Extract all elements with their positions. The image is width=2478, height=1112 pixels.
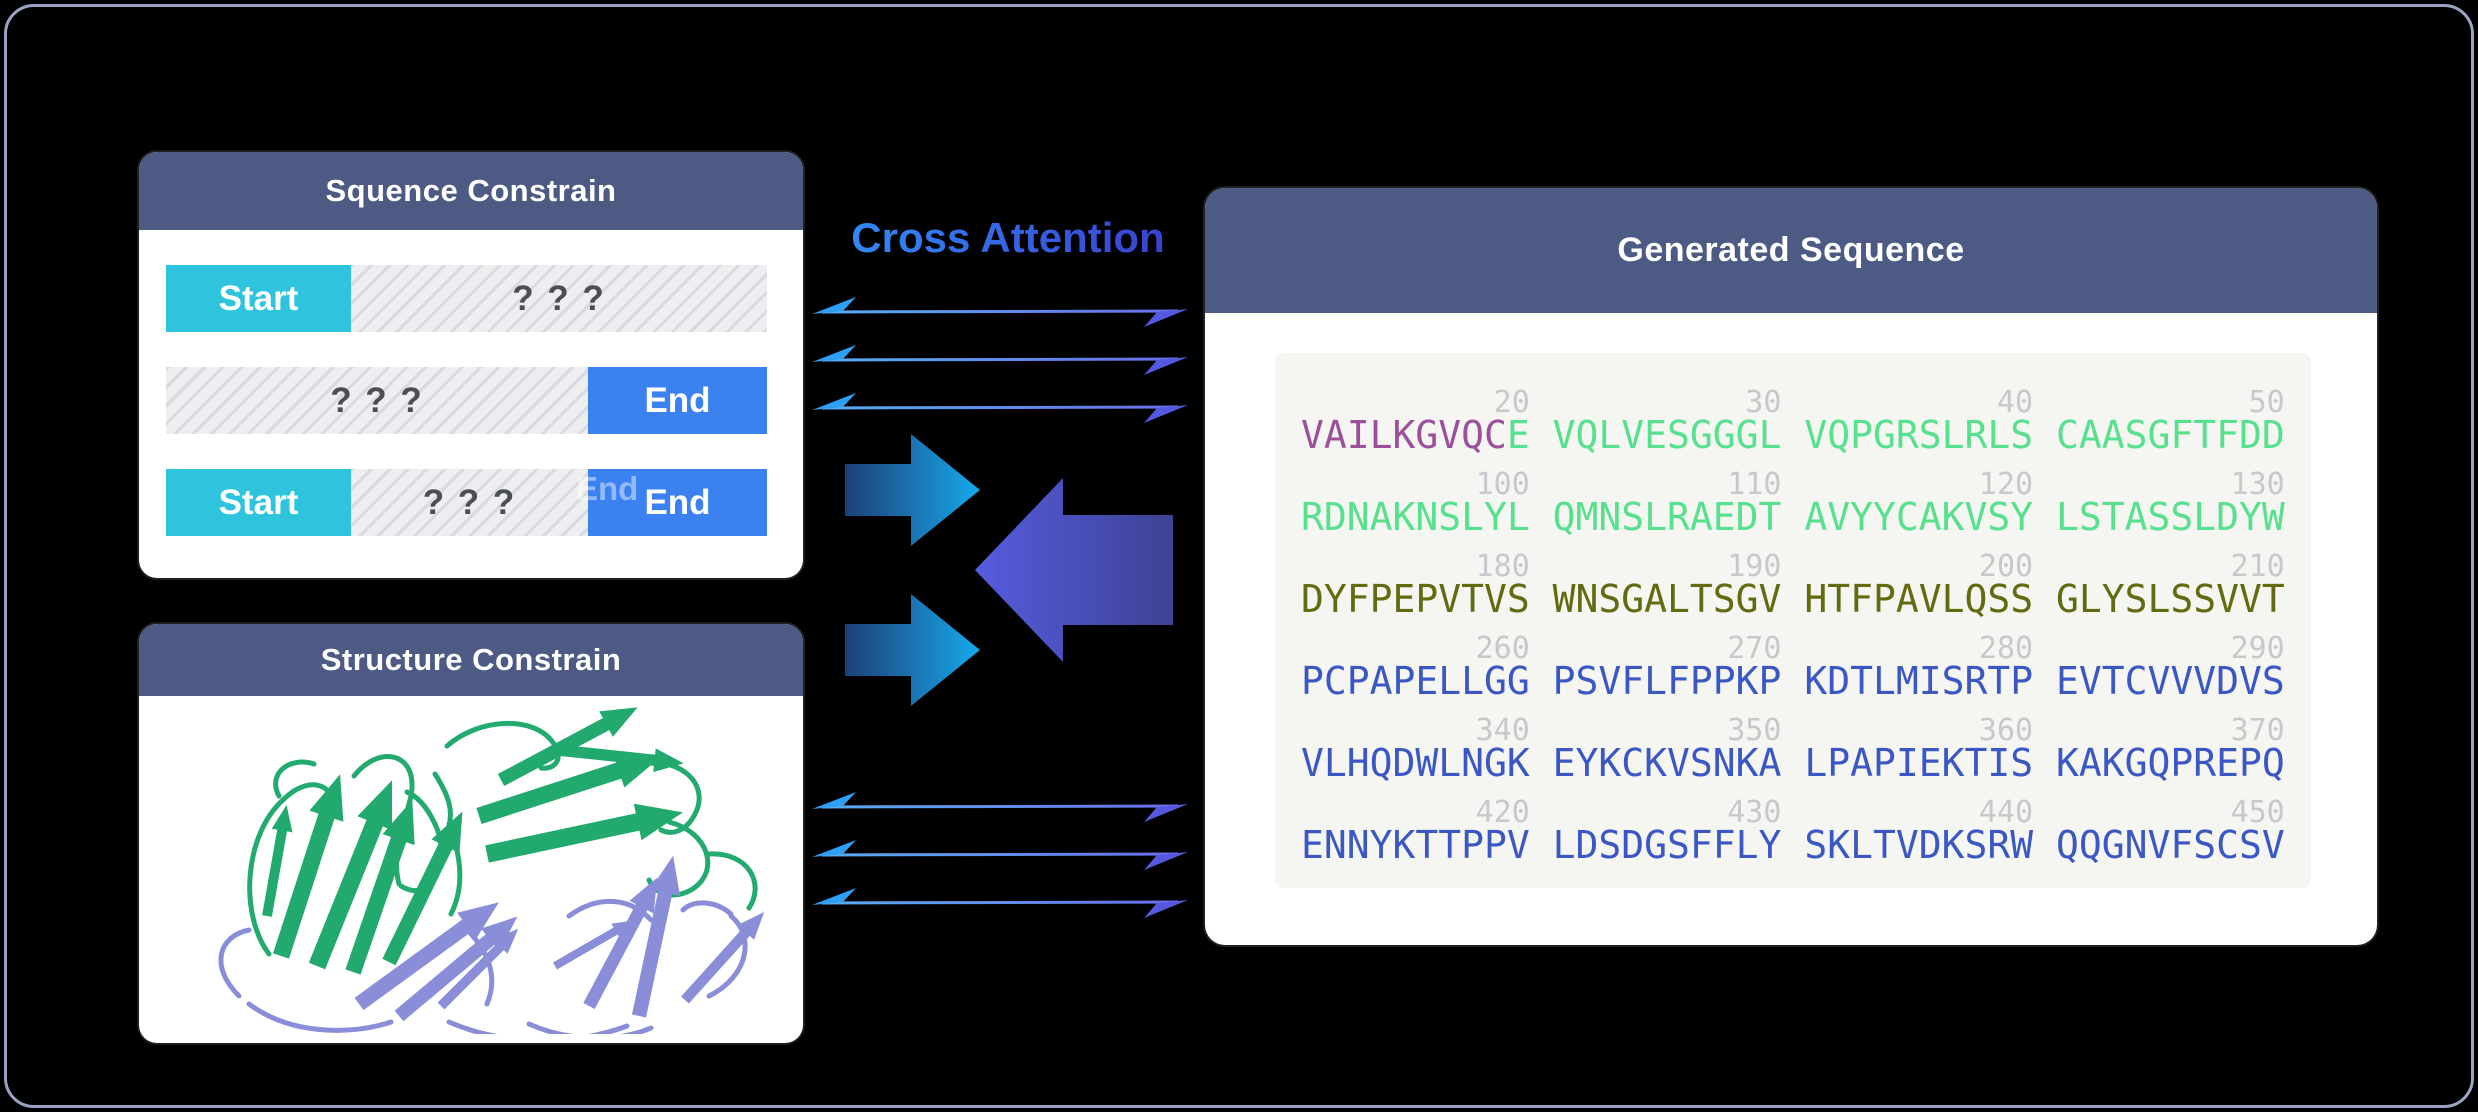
sequence-input-arrow [845,434,980,546]
attention-arrow [812,393,1188,423]
sequence-text: VLHQDWLNGK EYKCKVSNKA LPAPIEKTIS KAKGQPR… [1301,741,2311,785]
sequence-segment: ENNYKTTPPV LDSDGSFFLY SKLTVDKSRW QQGNVFS… [1301,823,2285,867]
structure-constrain-panel: Structure Constrain [139,624,803,1043]
sequence-segment: RDNAKNSLYL QMNSLRAEDT AVYYCAKVSY LSTASSL… [1301,495,2285,539]
sequence-segment: VLHQDWLNGK EYKCKVSNKA LPAPIEKTIS KAKGQPR… [1301,741,2285,785]
residue-number: 100 [1475,467,1530,502]
structure-constrain-header: Structure Constrain [139,624,803,696]
slide-frame [4,4,2474,1108]
sequence-constrain-panel: Squence Constrain Start ? ? ? ? ? ? End … [139,152,803,578]
residue-number: 190 [1727,549,1782,584]
residue-number: 280 [1978,631,2034,666]
residue-number: 430 [1727,795,1782,830]
constrain-row-3: Start ? ? ? End [139,469,803,536]
structure-constrain-title: Structure Constrain [320,642,622,677]
residue-number: 180 [1475,549,1530,584]
sequence-segment: DYFPEPVTVS WNSGALTSGV HTFPAVLQSS GLYSLSS… [1301,577,2285,621]
sequence-segment: VAILKGVQC [1301,413,1507,457]
residue-number: 110 [1727,467,1782,502]
residue-number: 450 [2230,795,2285,830]
start-token: Start [166,469,351,536]
residue-numbers: 100 110 120 130 [1301,459,2311,502]
residue-number: 420 [1475,795,1530,830]
residue-number: 260 [1475,631,1530,666]
sequence-text: VAILKGVQCE VQLVESGGGL VQPGRSLRLS CAASGFT… [1301,413,2311,457]
sequence-constrain-header: Squence Constrain [139,152,803,230]
end-token: End [588,469,767,536]
residue-numbers: 180 190 200 210 [1301,541,2311,584]
residue-number: 40 [1996,385,2034,420]
residue-number: 360 [1978,713,2034,748]
structure-input-arrow [845,594,980,706]
residue-numbers: 420 430 440 450 [1301,787,2311,830]
sequence-text: RDNAKNSLYL QMNSLRAEDT AVYYCAKVSY LSTASSL… [1301,495,2311,539]
residue-number: 440 [1978,795,2034,830]
protein-structure-image [218,704,773,1034]
residue-numbers: 340 350 360 370 [1301,705,2311,748]
generated-sequence-header: Generated Sequence [1205,188,2377,313]
generated-sequence-title: Generated Sequence [1617,231,1965,269]
generated-output-arrow [975,478,1173,662]
residue-number: 50 [2248,385,2285,420]
start-token: Start [166,265,351,332]
sequence-segment: E VQLVESGGGL VQPGRSLRLS CAASGFTFDD [1506,413,2285,457]
residue-number: 200 [1978,549,2034,584]
sequence-text: PCPAPELLGG PSVFLFPPKP KDTLMISRTP EVTCVVV… [1301,659,2311,703]
constrain-row-2: ? ? ? End [139,367,803,434]
residue-number: 290 [2230,631,2285,666]
unknown-region: ? ? ? [166,367,588,434]
sequence-constrain-title: Squence Constrain [325,173,617,208]
attention-arrow [812,840,1188,870]
ghost-end-label: End [576,470,639,507]
constrain-row-1: Start ? ? ? [139,265,803,332]
cross-attention-label: Cross Attention [838,214,1178,262]
residue-number: 270 [1727,631,1782,666]
unknown-region: ? ? ? [351,265,767,332]
residue-number: 370 [2230,713,2285,748]
residue-numbers: 260 270 280 290 [1301,623,2311,666]
residue-number: 130 [2230,467,2285,502]
sequence-text: ENNYKTTPPV LDSDGSFFLY SKLTVDKSRW QQGNVFS… [1301,823,2311,867]
unknown-region: ? ? ? [351,469,588,536]
end-token: End [588,367,767,434]
attention-arrow [812,888,1188,918]
residue-number: 340 [1475,713,1530,748]
residue-number: 210 [2230,549,2285,584]
attention-arrow [812,345,1188,375]
sequence-text: DYFPEPVTVS WNSGALTSGV HTFPAVLQSS GLYSLSS… [1301,577,2311,621]
residue-number: 350 [1727,713,1782,748]
residue-number: 120 [1978,467,2034,502]
cross-attention-arrows-top [810,296,1190,430]
residue-number: 20 [1493,385,1530,420]
residue-numbers: 20 30 40 50 [1301,377,2311,420]
sequence-segment: PCPAPELLGG PSVFLFPPKP KDTLMISRTP EVTCVVV… [1301,659,2285,703]
attention-arrow [812,792,1188,822]
attention-arrow [812,297,1188,327]
cross-attention-arrows-bottom [810,791,1190,925]
residue-number: 30 [1745,385,1782,420]
